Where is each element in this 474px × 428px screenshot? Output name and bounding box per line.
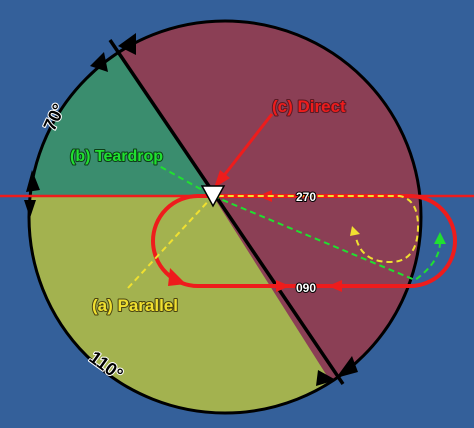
direct-entry-line [220, 113, 274, 179]
sector-boundary-arrows [24, 33, 358, 386]
holding-pattern-track [151, 194, 457, 288]
parallel-arrow-icon [350, 226, 360, 236]
arrow-bottom-left-icon [316, 370, 336, 386]
parallel-label: (a) Parallel [92, 296, 178, 315]
heading-090-label: 090 [296, 281, 316, 295]
holding-fix-triangle-icon [200, 185, 226, 208]
arrow-270-icon [258, 190, 272, 202]
arrow-090-right-icon [328, 280, 342, 292]
arrow-left-turn-icon [168, 268, 186, 286]
arrow-bottom-right-icon [336, 356, 358, 378]
entry-circle [27, 19, 423, 415]
teardrop-label: (b) Teardrop [70, 148, 163, 165]
arrow-top-left-icon [90, 52, 108, 72]
direct-label: (c) Direct [272, 97, 346, 116]
sector-divider-line [108, 39, 345, 385]
teardrop-entry-path [151, 161, 441, 282]
arrow-090-icon [276, 280, 290, 292]
direct-entry-arrowhead-icon [214, 170, 230, 188]
arrow-left-upper-icon [26, 170, 40, 192]
parallel-entry-path [127, 195, 420, 289]
heading-270-label: 270 [296, 190, 316, 204]
arrow-top-right-icon [118, 33, 136, 55]
arrow-left-lower-icon [24, 200, 36, 218]
teardrop-arrow-icon [434, 232, 446, 244]
